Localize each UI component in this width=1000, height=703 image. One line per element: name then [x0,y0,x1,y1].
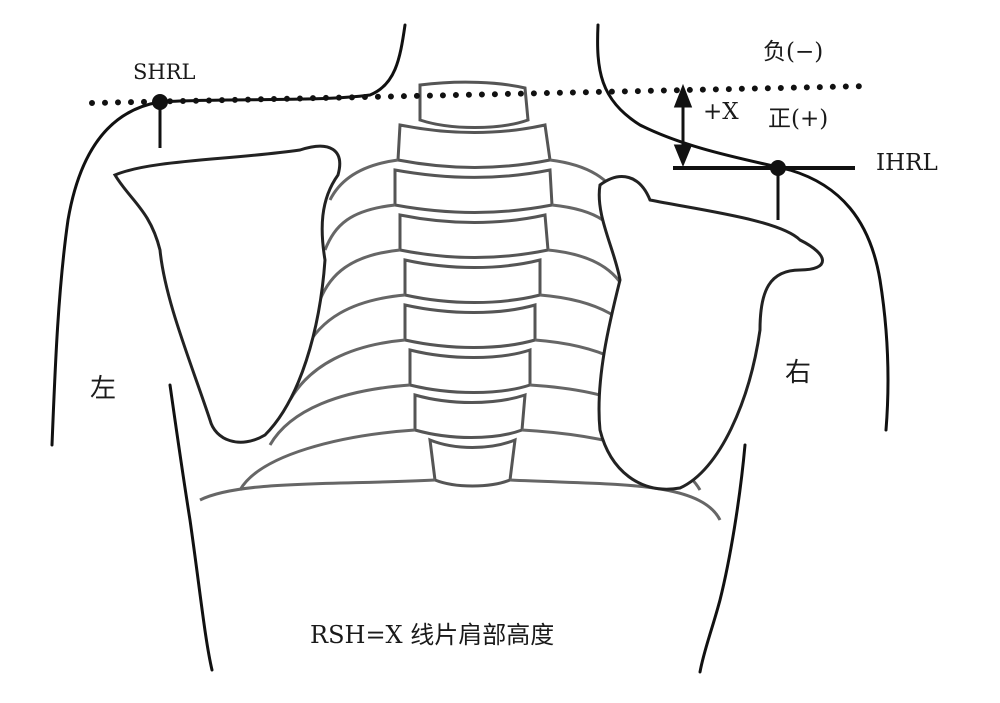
left-side-label: 左 [90,374,117,404]
left-body-outline [50,23,407,447]
shrl-point [152,94,168,110]
caption: RSH=X 线片肩部高度 [310,621,555,649]
negative-label: 负(−) [763,39,824,65]
height-difference-arrow [673,83,693,167]
superior-reference-line [89,83,873,106]
left-scapula [112,144,342,444]
spine [393,80,554,488]
ihrl-label: IHRL [876,150,938,176]
left-axilla-line [168,383,214,672]
right-axilla-line [698,443,747,674]
right-scapula [597,175,824,491]
right-side-label: 右 [785,358,812,388]
positive-label: 正(+) [768,106,829,132]
plus-x-label: +X [703,99,739,125]
right-body-outline [596,23,890,432]
ihrl-point [770,160,786,176]
shrl-label: SHRL [133,60,196,84]
